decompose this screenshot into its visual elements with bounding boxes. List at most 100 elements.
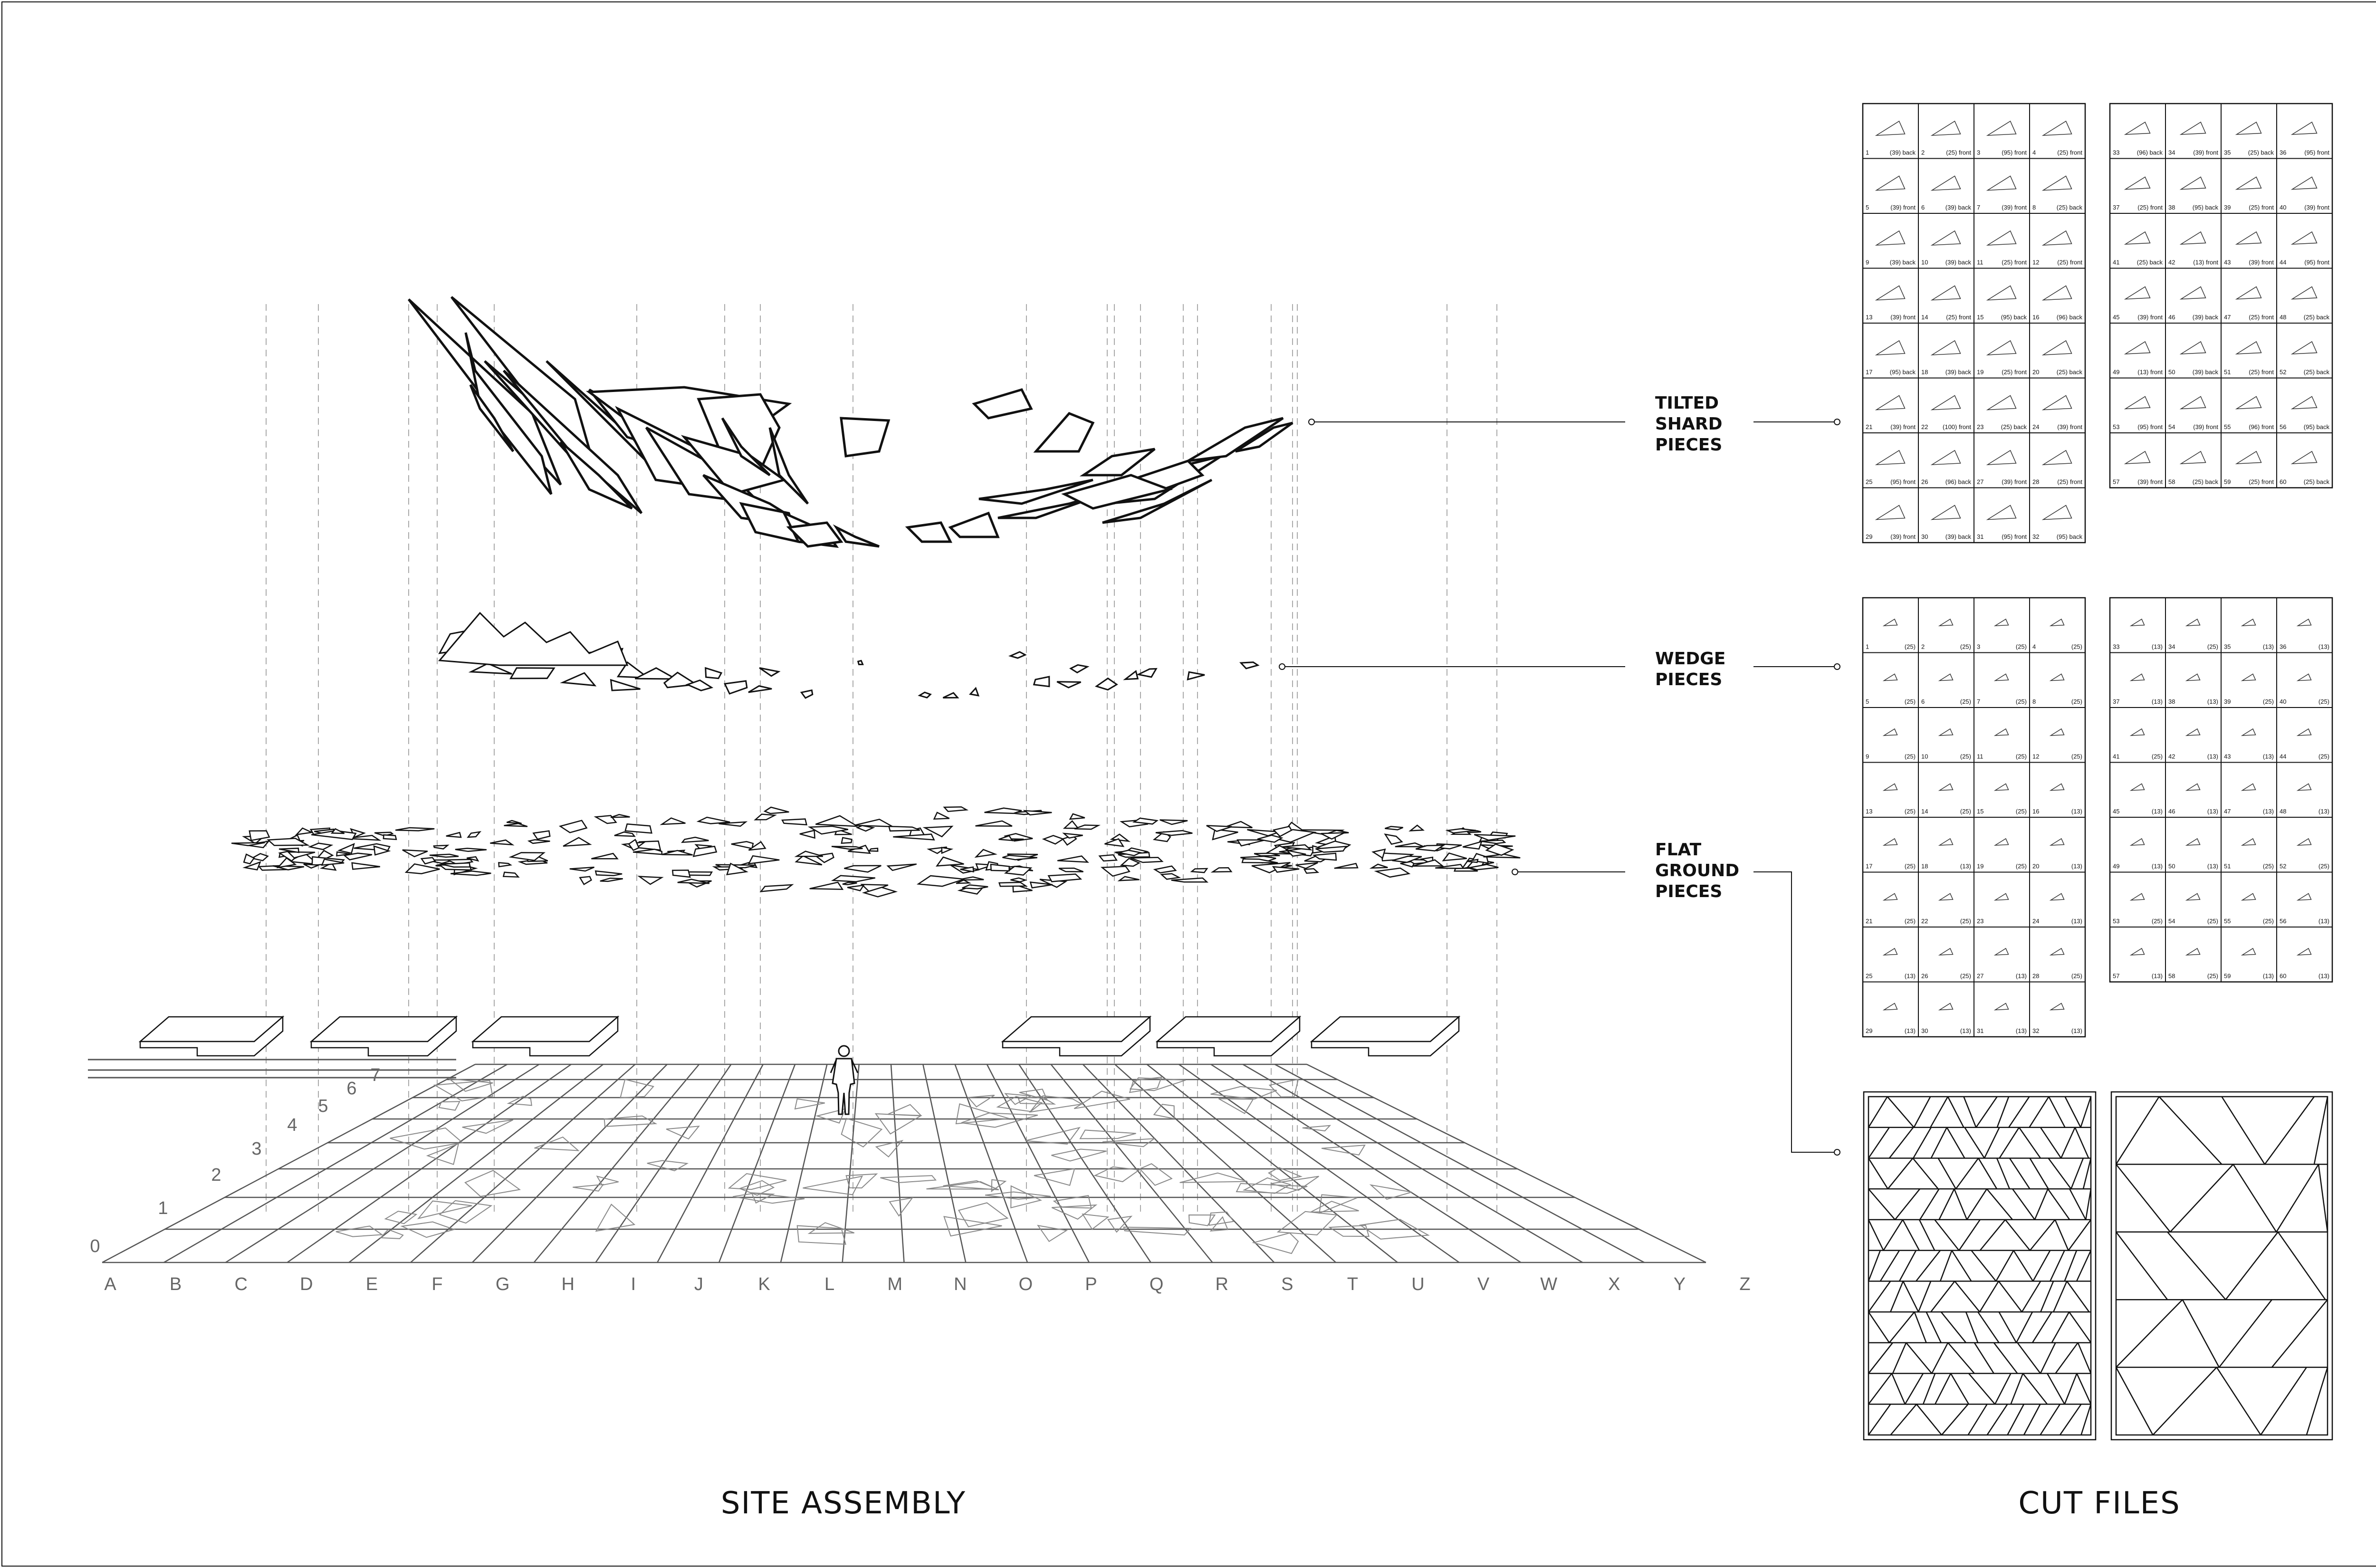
piece-number: 39: [2224, 204, 2231, 211]
flat-piece: [1374, 867, 1411, 878]
nest-cut: [2008, 1096, 2030, 1128]
piece-thumb: [2241, 947, 2256, 956]
flat-piece: [1160, 873, 1181, 880]
piece-number: 40: [2280, 698, 2286, 705]
plan-outline: [1025, 1127, 1081, 1145]
nest-cut: [1979, 1281, 1999, 1312]
plan-outline: [1051, 1148, 1107, 1162]
piece-thumb: [2129, 838, 2145, 846]
nest-cut: [1946, 1127, 1965, 1159]
piece-thumb: [1882, 838, 1898, 846]
flat-piece: [747, 855, 780, 865]
piece-thumb: [2296, 673, 2312, 681]
piece-number: 56: [2280, 423, 2286, 430]
wedge-piece: [857, 660, 864, 666]
flat-piece: [490, 839, 515, 846]
plan-outline: [1236, 1183, 1308, 1194]
grid-line-col: [287, 1063, 572, 1263]
nest-cut: [2306, 1367, 2328, 1435]
nest-cut: [1947, 1342, 1975, 1374]
piece-number: 21: [1866, 423, 1872, 430]
piece-spec: (13): [2207, 863, 2218, 870]
piece-spec: (13): [2319, 808, 2329, 815]
piece-spec: (95) back: [2057, 533, 2083, 540]
piece-spec: (95) back: [2001, 314, 2027, 321]
flat-piece: [508, 852, 546, 861]
sheet-cell: [2276, 927, 2333, 983]
piece-spec: (96) back: [2137, 149, 2163, 156]
flat-piece: [1395, 842, 1424, 848]
plan-outline: [1208, 1211, 1235, 1226]
flat-piece: [1445, 828, 1476, 834]
piece-number: 50: [2168, 369, 2175, 376]
plan-outline: [875, 1140, 904, 1157]
piece-number: 48: [2280, 808, 2286, 815]
flat-piece: [781, 818, 808, 826]
nest-cut: [1902, 1219, 1920, 1251]
piece-number: 51: [2224, 863, 2231, 870]
label-tilted: TILTED SHARD PIECES: [1655, 393, 1728, 455]
flat-piece: [502, 871, 520, 878]
flat-piece: [1023, 810, 1052, 816]
piece-thumb: [2241, 673, 2256, 681]
piece-spec: (39) back: [1890, 259, 1916, 266]
tilted-shard: [559, 441, 633, 510]
flat-piece: [624, 823, 652, 834]
piece-spec: (25) back: [2304, 369, 2330, 376]
flat-piece: [1118, 850, 1142, 857]
grid-row-label: 0: [90, 1236, 100, 1256]
bench-side: [310, 1015, 457, 1057]
piece-thumb: [1986, 340, 2017, 355]
nest-cut: [1934, 1219, 1960, 1251]
piece-thumb: [2129, 783, 2145, 791]
flat-piece: [1334, 862, 1359, 869]
piece-spec: (25): [1905, 808, 1916, 815]
piece-spec: (95) front: [2002, 533, 2027, 540]
piece-spec: (13): [2016, 973, 2027, 980]
nest-cut: [1998, 1311, 2017, 1343]
nest-cut: [1958, 1219, 1981, 1251]
piece-thumb: [2124, 450, 2151, 464]
wedge-piece: [1056, 681, 1082, 688]
piece-thumb: [1986, 449, 2017, 465]
plan-outline: [534, 1136, 580, 1151]
tilted-shard: [972, 388, 1033, 420]
plan-outline: [573, 1184, 604, 1192]
plan-outline: [796, 1225, 846, 1245]
plan-outline: [985, 1191, 1051, 1200]
piece-number: 7: [1977, 204, 1980, 211]
flat-piece: [1029, 881, 1053, 889]
piece-spec: (95) back: [2304, 423, 2330, 430]
nest-cut: [1975, 1096, 1998, 1128]
nest-cut: [1964, 1127, 1985, 1159]
flat-piece: [330, 828, 345, 834]
piece-number: 51: [2224, 369, 2231, 376]
piece-thumb: [1882, 893, 1898, 901]
flat-piece: [1210, 867, 1233, 873]
piece-number: 9: [1866, 259, 1869, 266]
piece-spec: (25): [1905, 918, 1916, 925]
piece-spec: (25): [2263, 863, 2274, 870]
plan-outline: [1319, 1194, 1358, 1214]
piece-spec: (95) front: [2304, 259, 2329, 266]
flat-piece: [506, 820, 522, 824]
piece-thumb: [1930, 505, 1961, 520]
piece-spec: (25) front: [2249, 478, 2274, 486]
plan-outline: [390, 1127, 464, 1150]
plan-outline: [958, 1202, 1009, 1227]
nest-cut: [1974, 1342, 1994, 1374]
piece-spec: (25) back: [2304, 314, 2330, 321]
nest-cut: [1894, 1188, 1921, 1220]
flat-piece: [1098, 854, 1118, 862]
nest-cut: [1868, 1311, 1890, 1343]
piece-thumb: [1882, 618, 1898, 626]
piece-number: 3: [1977, 643, 1980, 650]
piece-thumb: [1930, 230, 1961, 246]
grid-column-label: A: [104, 1274, 116, 1294]
grid-line-col: [348, 1064, 604, 1263]
piece-thumb: [2235, 396, 2262, 410]
flat-piece: [1295, 862, 1318, 870]
piece-thumb: [1993, 728, 2009, 736]
wedge-piece: [759, 667, 781, 677]
piece-thumb: [1875, 120, 1906, 136]
